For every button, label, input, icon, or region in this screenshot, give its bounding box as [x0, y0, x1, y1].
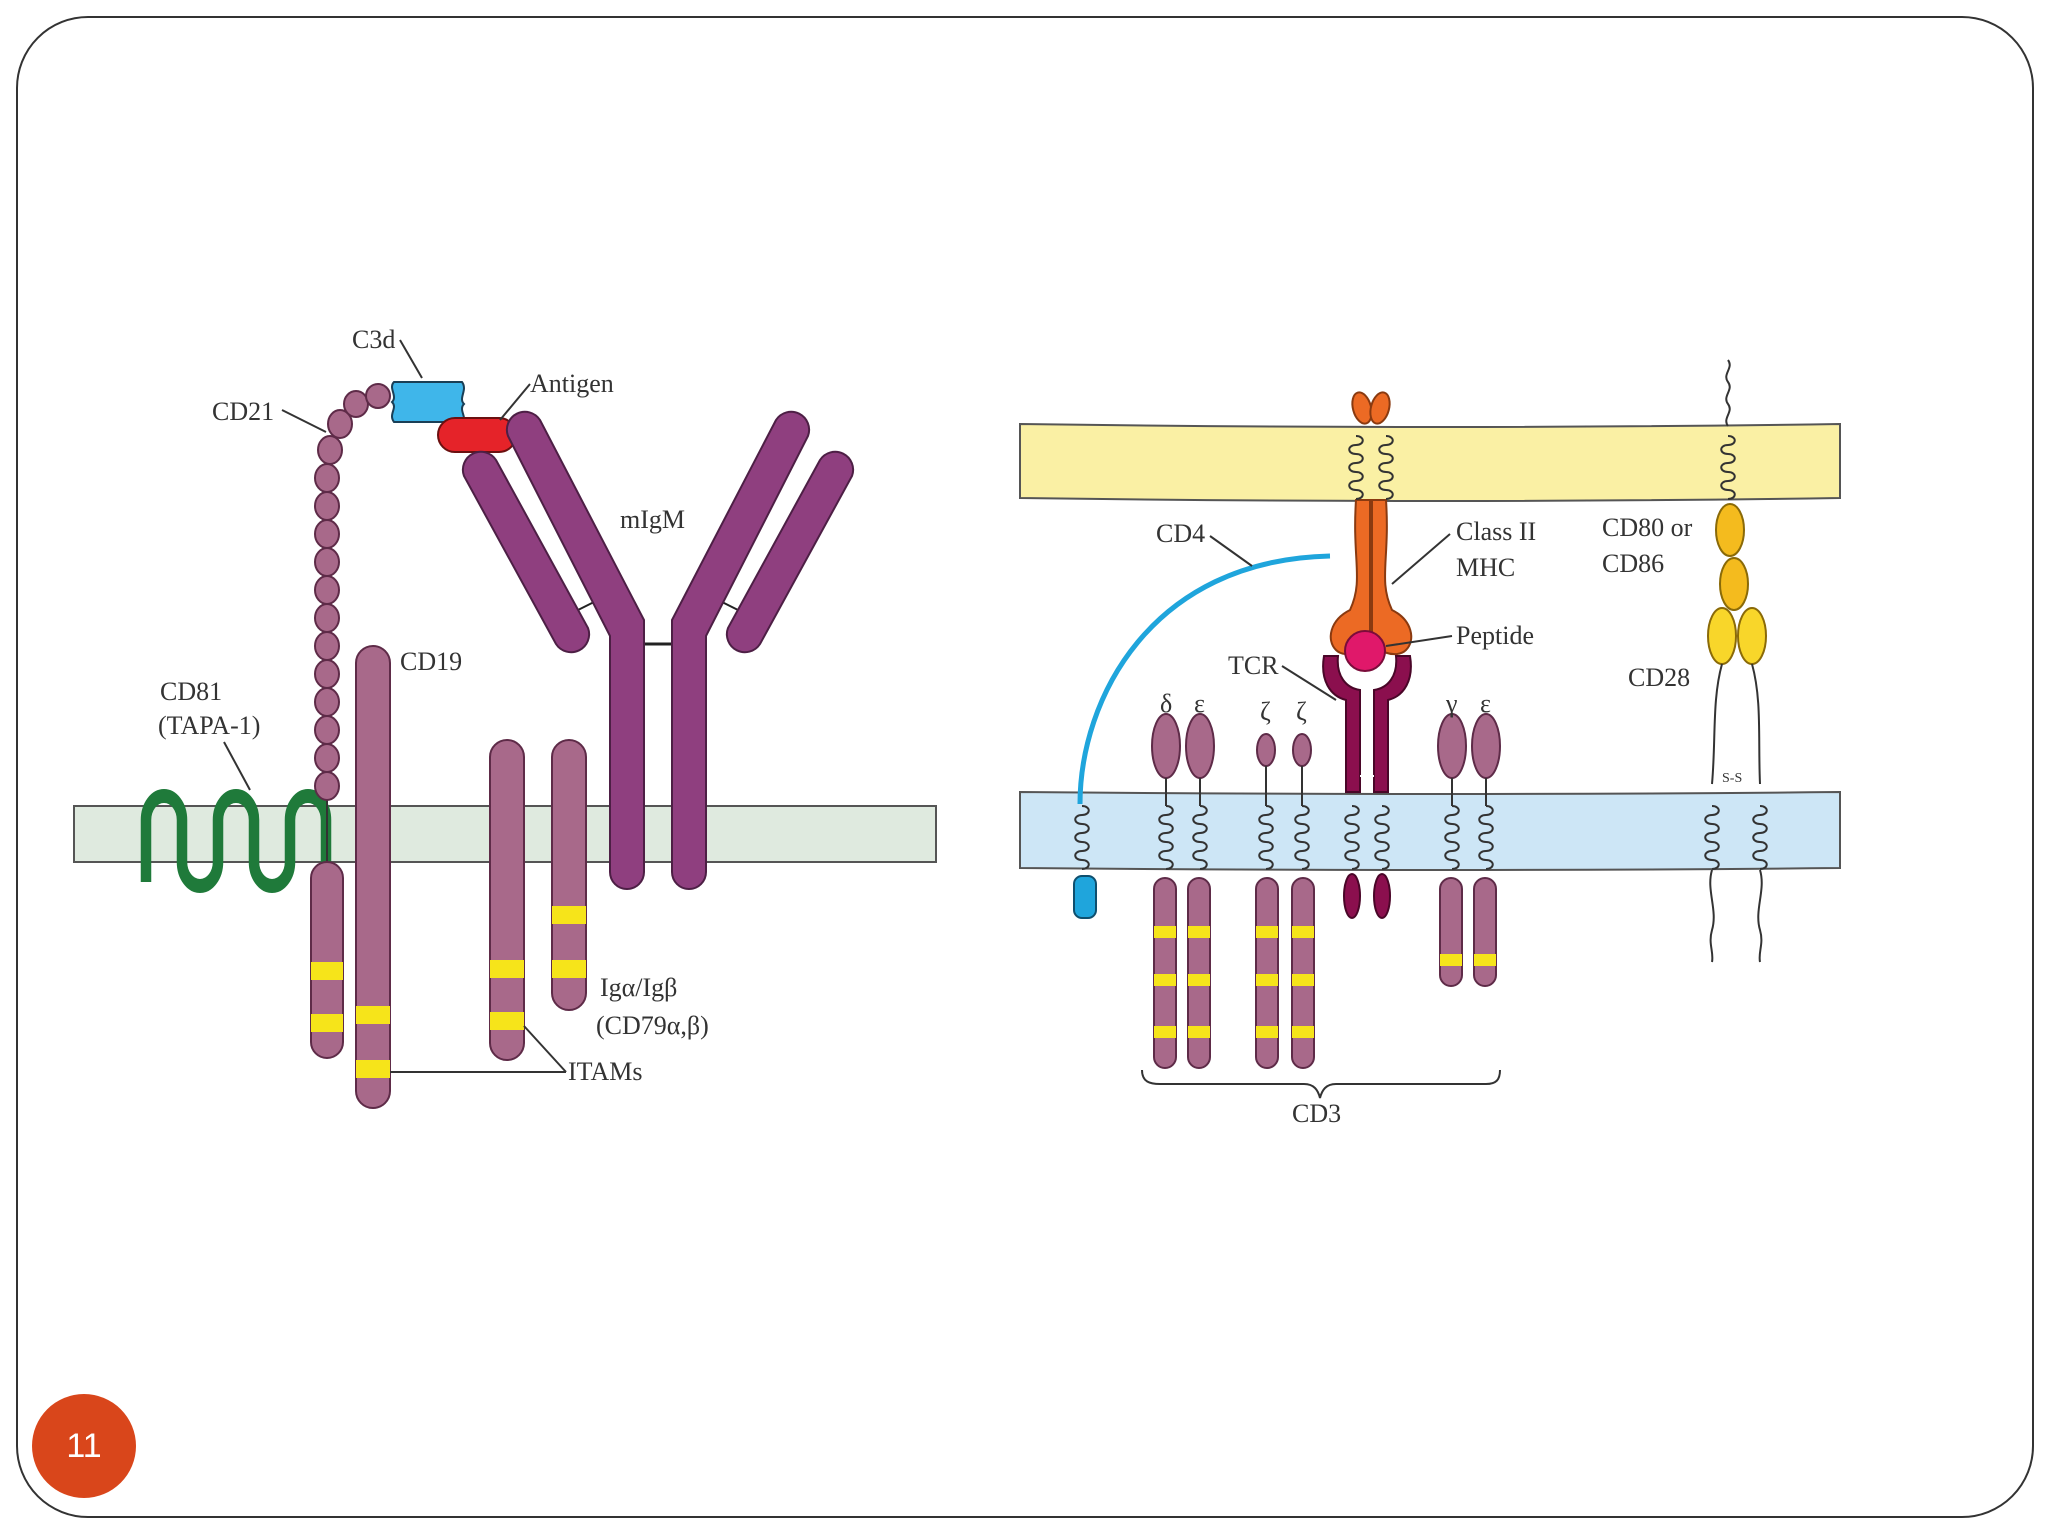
label-delta: δ [1160, 689, 1172, 718]
label-epsilon: ε [1480, 689, 1491, 718]
cd3-transmembrane-coils [1158, 766, 1494, 870]
itam-marker [356, 1006, 390, 1024]
label-cd4: CD4 [1156, 519, 1205, 548]
label-peptide: Peptide [1456, 621, 1534, 650]
label-gamma: γ [1445, 689, 1458, 718]
mhc-class-ii [1329, 391, 1413, 656]
cd80-cd86-molecule [1715, 503, 1749, 611]
cd21-molecule [314, 383, 391, 866]
label-cd80: CD80 or [1602, 513, 1693, 542]
cd19-molecule [355, 645, 391, 1109]
label-migm: mIgM [620, 505, 685, 534]
itam-marker [552, 960, 586, 978]
label-cd81: CD81 [160, 677, 222, 706]
label-cd28: CD28 [1628, 663, 1690, 692]
label-cd86: CD86 [1602, 549, 1664, 578]
label-zeta: ζ [1260, 697, 1271, 726]
bcell-receptor-panel: C3d Antigen CD21 mIgM CD19 CD81 (TAPA-1)… [73, 325, 937, 1109]
migm-antibody [461, 410, 855, 890]
cd4-tail [1073, 875, 1097, 919]
peptide [1344, 630, 1386, 672]
label-ss: S-S [1722, 771, 1742, 786]
label-zeta: ζ [1296, 697, 1307, 726]
apc-membrane [1019, 422, 1841, 502]
label-class-ii: Class II [1456, 517, 1536, 546]
page-number-badge: 11 [32, 1394, 136, 1498]
label-epsilon: ε [1194, 689, 1205, 718]
cd3-complex [1151, 713, 1501, 1069]
label-tapa: (TAPA-1) [158, 711, 260, 740]
label-mhc: MHC [1456, 553, 1515, 582]
label-antigen: Antigen [530, 369, 614, 398]
itam-marker [311, 1014, 343, 1032]
cd3-brace [1141, 1069, 1501, 1099]
itam-marker [311, 962, 343, 980]
label-ig-alpha-beta: Igα/Igβ [600, 973, 677, 1002]
antigen-shape [437, 417, 517, 453]
cd3-itams [1154, 926, 1496, 1038]
tcr-molecule [1322, 655, 1412, 919]
label-cd19: CD19 [400, 647, 462, 676]
cd28-molecule [1707, 607, 1767, 665]
label-itams: ITAMs [568, 1057, 642, 1086]
ig-beta-chain [551, 739, 587, 1011]
c3d-fragment [390, 381, 466, 423]
label-cd79: (CD79α,β) [596, 1011, 709, 1040]
label-cd21: CD21 [212, 397, 274, 426]
tcell-receptor-panel: CD4 Class II MHC Peptide TCR CD80 or CD8… [1019, 359, 1841, 1128]
cd21-tail [310, 861, 344, 1059]
slide-frame [16, 16, 2034, 1518]
itam-marker [356, 1060, 390, 1078]
itam-marker [552, 906, 586, 924]
label-tcr: TCR [1228, 651, 1279, 680]
cd4-molecule [1077, 553, 1331, 805]
ig-alpha-chain [489, 739, 525, 1061]
itam-marker [490, 1012, 524, 1030]
label-cd3: CD3 [1292, 1099, 1341, 1128]
cd81-molecule [140, 789, 332, 893]
label-c3d: C3d [352, 325, 395, 354]
itam-marker [490, 960, 524, 978]
